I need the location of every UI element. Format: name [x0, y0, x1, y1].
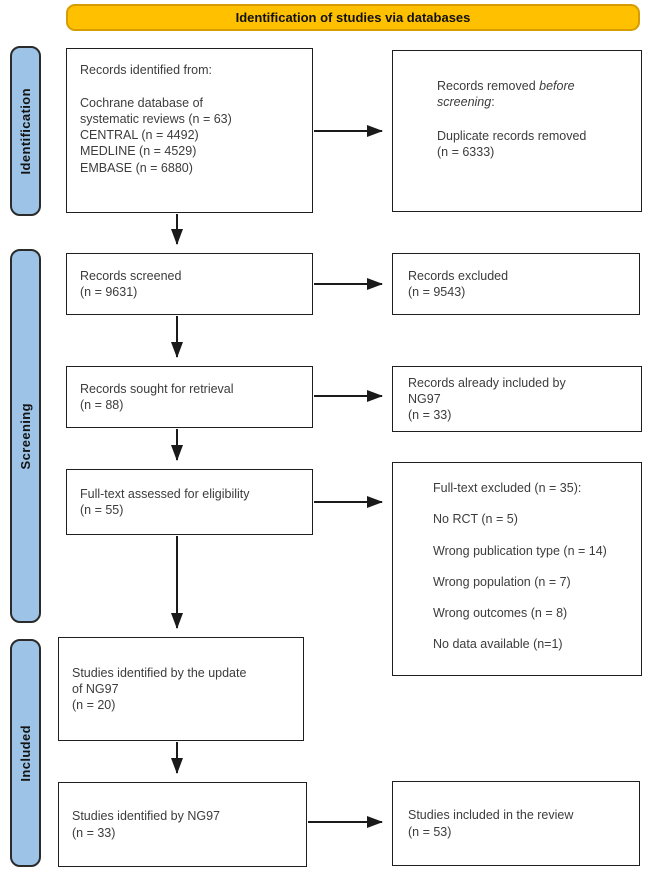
- box-records-excluded-text: Records excluded (n = 9543): [408, 268, 509, 299]
- box-records-identified-text: Records identified from: Cochrane databa…: [80, 63, 232, 175]
- box-records-identified: Records identified from: Cochrane databa…: [66, 48, 313, 213]
- fulltext-excluded-reason: No RCT (n = 5): [433, 512, 518, 527]
- stage-label-screening: Screening: [10, 249, 41, 623]
- box-records-screened: Records screened (n = 9631): [66, 253, 313, 315]
- box-studies-update-ng97-text: Studies identified by the update of NG97…: [72, 665, 247, 713]
- diagram-title: Identification of studies via databases: [235, 10, 471, 25]
- stage-label-included: Included: [10, 639, 41, 867]
- fulltext-excluded-reason: Wrong outcomes (n = 8): [433, 606, 568, 620]
- box-already-included-ng97: Records already included by NG97 (n = 33…: [392, 366, 642, 432]
- records-removed-suffix: :: [491, 95, 495, 110]
- records-removed-prefix: Records removed: [437, 79, 540, 93]
- box-records-excluded: Records excluded (n = 9543): [392, 253, 640, 315]
- box-records-sought-text: Records sought for retrieval (n = 88): [80, 381, 234, 412]
- diagram-title-banner: Identification of studies via databases: [66, 4, 640, 31]
- box-studies-ng97: Studies identified by NG97 (n = 33): [58, 782, 307, 867]
- box-records-removed-body: Duplicate records removed (n = 6333): [437, 128, 587, 159]
- records-removed-italic: before screening: [437, 79, 575, 110]
- stage-label-screening-text: Screening: [18, 402, 33, 470]
- box-records-removed-heading: Records removed before screening:: [437, 78, 625, 111]
- stage-label-included-text: Included: [18, 724, 33, 782]
- box-studies-included: Studies included in the review (n = 53): [392, 781, 640, 866]
- stage-label-identification: Identification: [10, 46, 41, 216]
- fulltext-excluded-reason: No data available (n=1): [433, 637, 563, 652]
- stage-label-identification-text: Identification: [18, 87, 33, 175]
- box-studies-ng97-text: Studies identified by NG97 (n = 33): [72, 809, 221, 840]
- box-studies-included-text: Studies included in the review (n = 53): [408, 808, 574, 839]
- box-fulltext-assessed: Full-text assessed for eligibility (n = …: [66, 469, 313, 535]
- fulltext-excluded-title: Full-text excluded (n = 35):: [433, 481, 582, 495]
- box-studies-update-ng97: Studies identified by the update of NG97…: [58, 637, 304, 741]
- box-records-screened-text: Records screened (n = 9631): [80, 268, 182, 299]
- fulltext-excluded-reason: Wrong population (n = 7): [433, 574, 571, 589]
- fulltext-excluded-reason: Wrong publication type (n = 14): [433, 543, 607, 558]
- box-already-included-ng97-text: Records already included by NG97 (n = 33…: [408, 375, 566, 423]
- box-fulltext-assessed-text: Full-text assessed for eligibility (n = …: [80, 486, 250, 517]
- box-records-removed: Records removed before screening: Duplic…: [392, 50, 642, 212]
- box-fulltext-excluded: Full-text excluded (n = 35): No RCT (n =…: [392, 462, 642, 676]
- box-records-sought: Records sought for retrieval (n = 88): [66, 366, 313, 428]
